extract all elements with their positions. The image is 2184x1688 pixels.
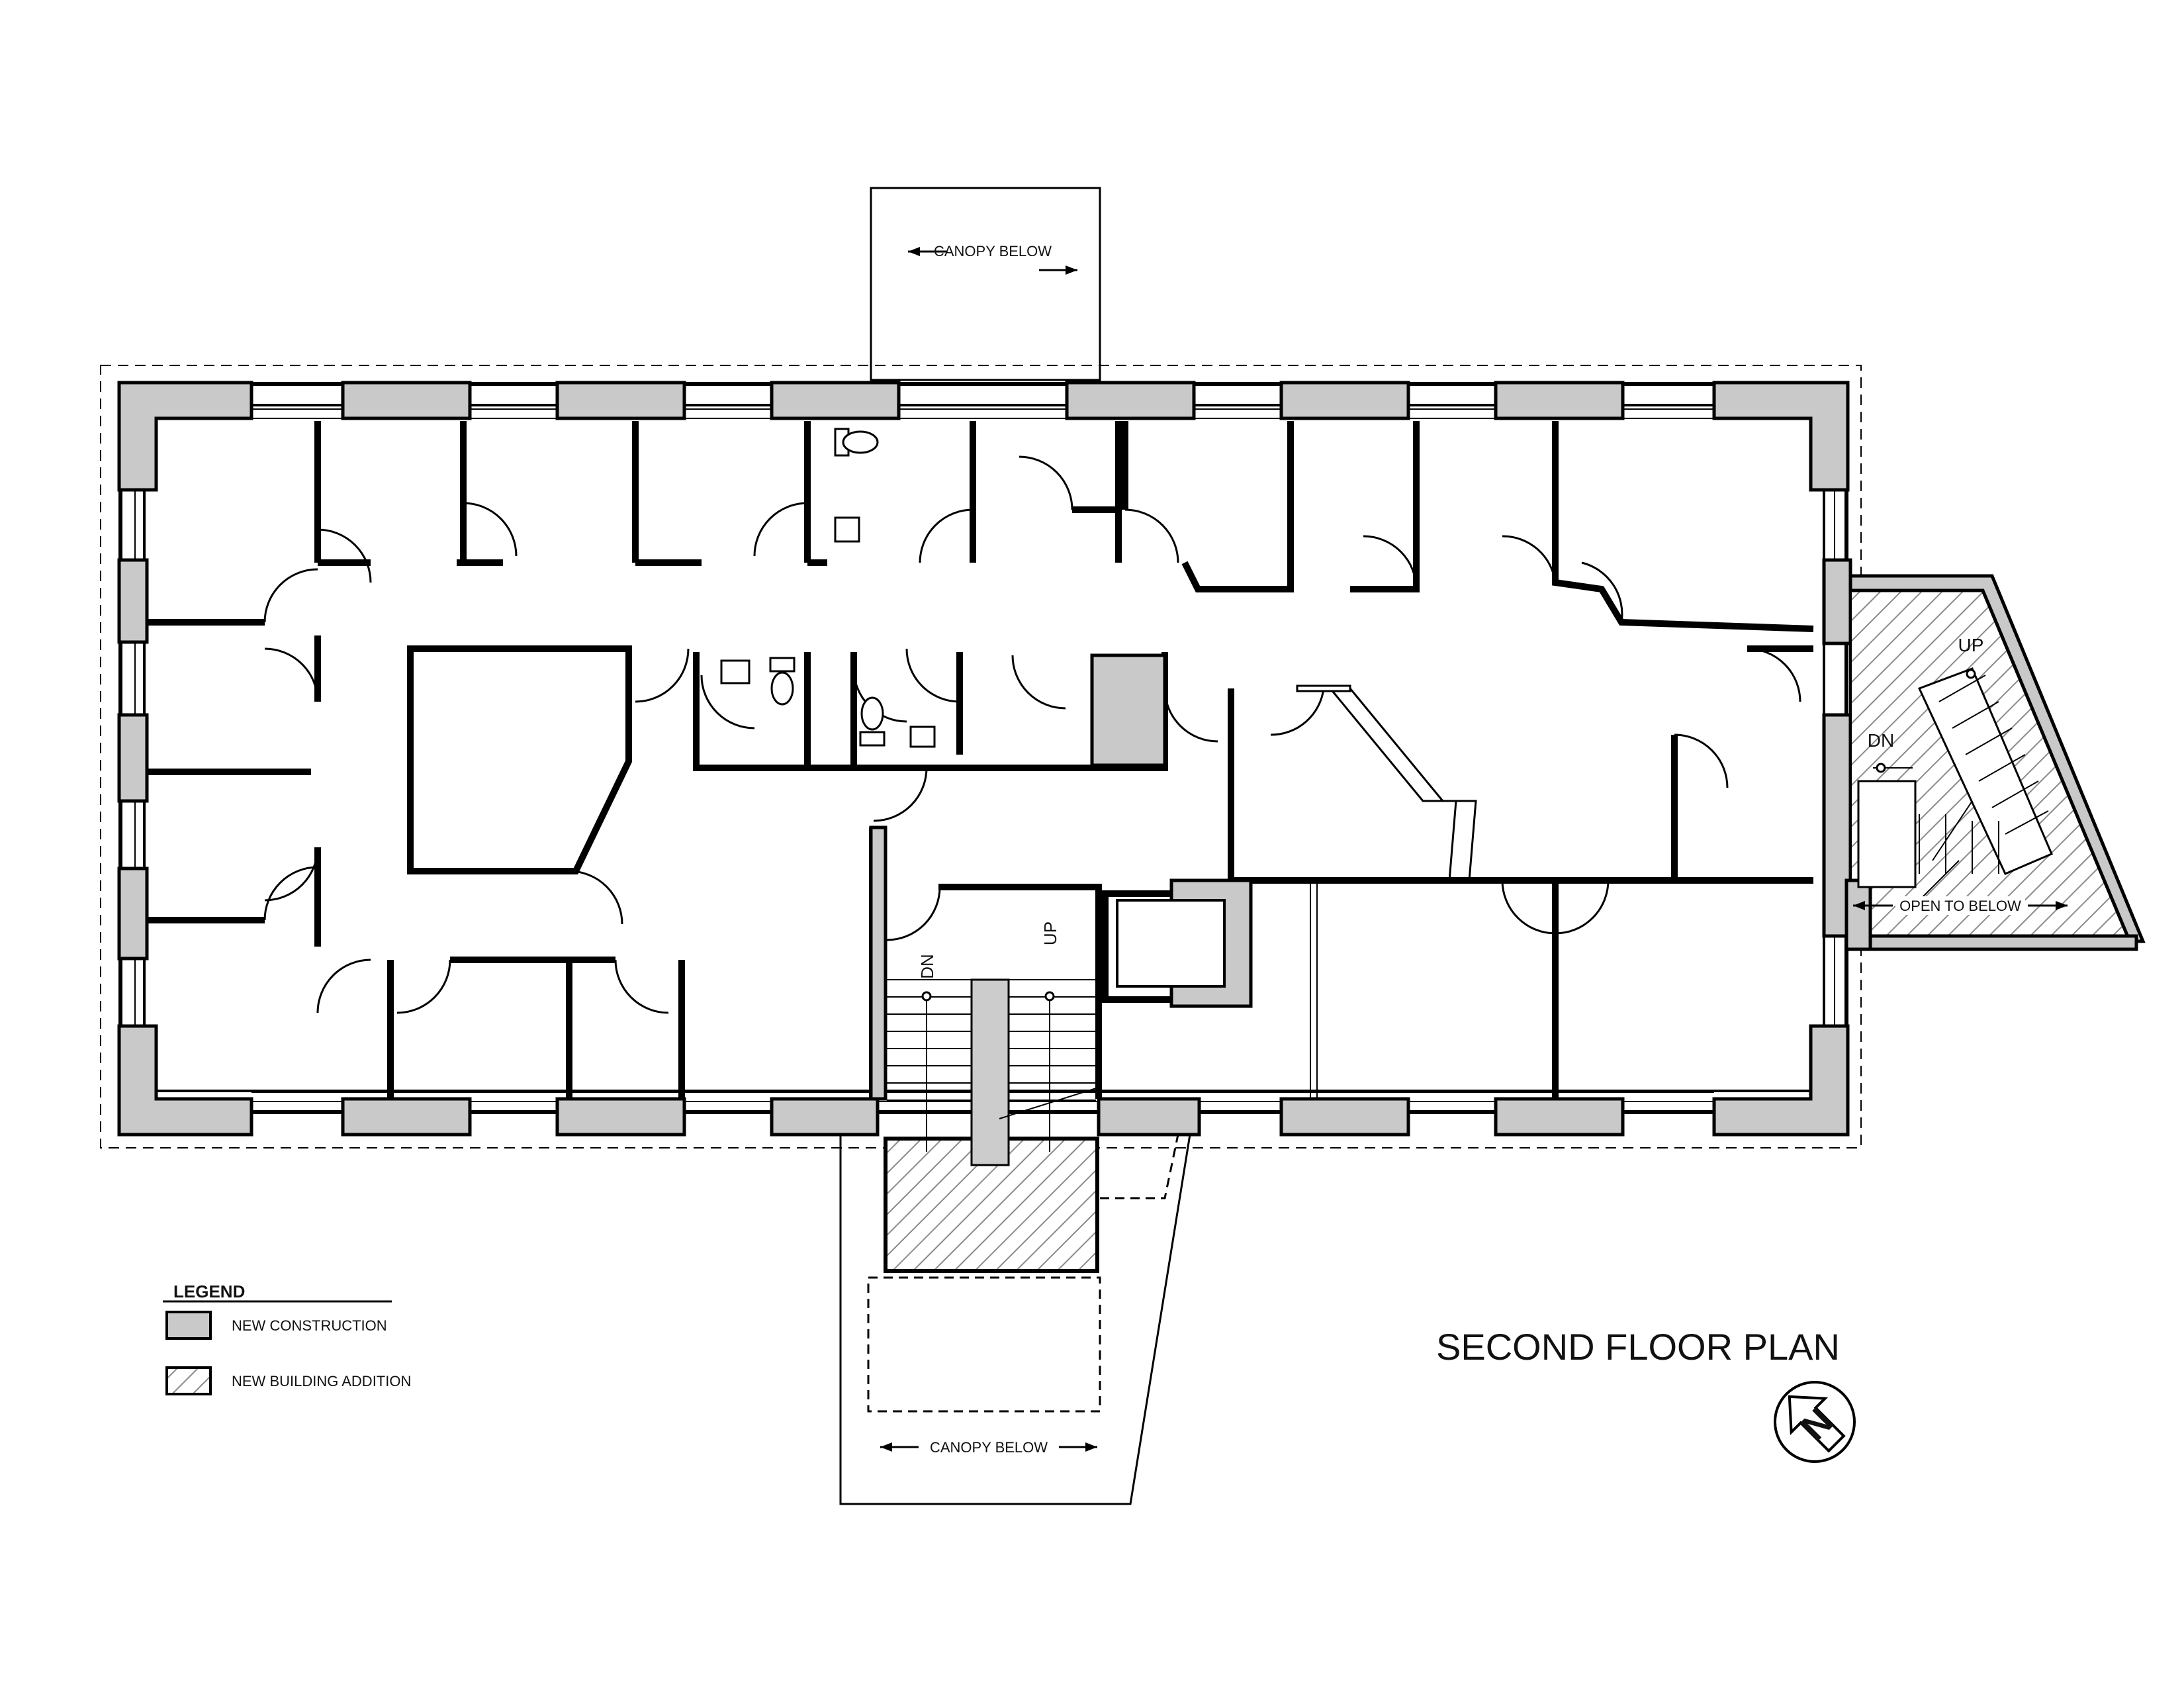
east-stair-up-label: UP bbox=[1958, 635, 1984, 655]
pilasters-south bbox=[117, 1024, 1850, 1137]
east-addition: UP DN OPEN TO BELOW bbox=[1844, 574, 2146, 951]
main-stair-up-label: UP bbox=[1040, 921, 1060, 945]
legend: LEGEND NEW CONSTRUCTION NEW BUILDING ADD… bbox=[163, 1282, 411, 1395]
pilasters-north bbox=[117, 381, 1850, 492]
door-swings bbox=[263, 455, 1801, 1014]
canopy-north-label: CANOPY BELOW bbox=[934, 243, 1052, 259]
toilet-fixtures bbox=[720, 428, 936, 748]
east-stair-dn-label: DN bbox=[1868, 730, 1894, 751]
main-stair: DN UP bbox=[884, 921, 1099, 1273]
toilet-icon bbox=[769, 657, 796, 673]
canopy-north: CANOPY BELOW bbox=[870, 187, 1101, 381]
new-construction-interior bbox=[869, 653, 1253, 1101]
open-stair-hall bbox=[1296, 684, 1477, 1099]
main-stair-dn-label: DN bbox=[917, 954, 937, 979]
legend-swatch-new-building-addition bbox=[165, 1366, 212, 1395]
pilasters-west bbox=[117, 490, 149, 1026]
open-to-below-label: OPEN TO BELOW bbox=[1899, 898, 2021, 914]
drawing-title: SECOND FLOOR PLAN bbox=[1436, 1326, 1840, 1368]
legend-label-new-building-addition: NEW BUILDING ADDITION bbox=[232, 1373, 411, 1389]
canopy-south: CANOPY BELOW bbox=[839, 1134, 1191, 1505]
toilet-icon bbox=[859, 731, 886, 747]
legend-heading: LEGEND bbox=[173, 1282, 245, 1301]
legend-swatch-new-construction bbox=[165, 1311, 212, 1340]
legend-label-new-construction: NEW CONSTRUCTION bbox=[232, 1317, 387, 1334]
canopy-south-label: CANOPY BELOW bbox=[930, 1439, 1048, 1456]
north-arrow-icon: N bbox=[1774, 1381, 1856, 1463]
